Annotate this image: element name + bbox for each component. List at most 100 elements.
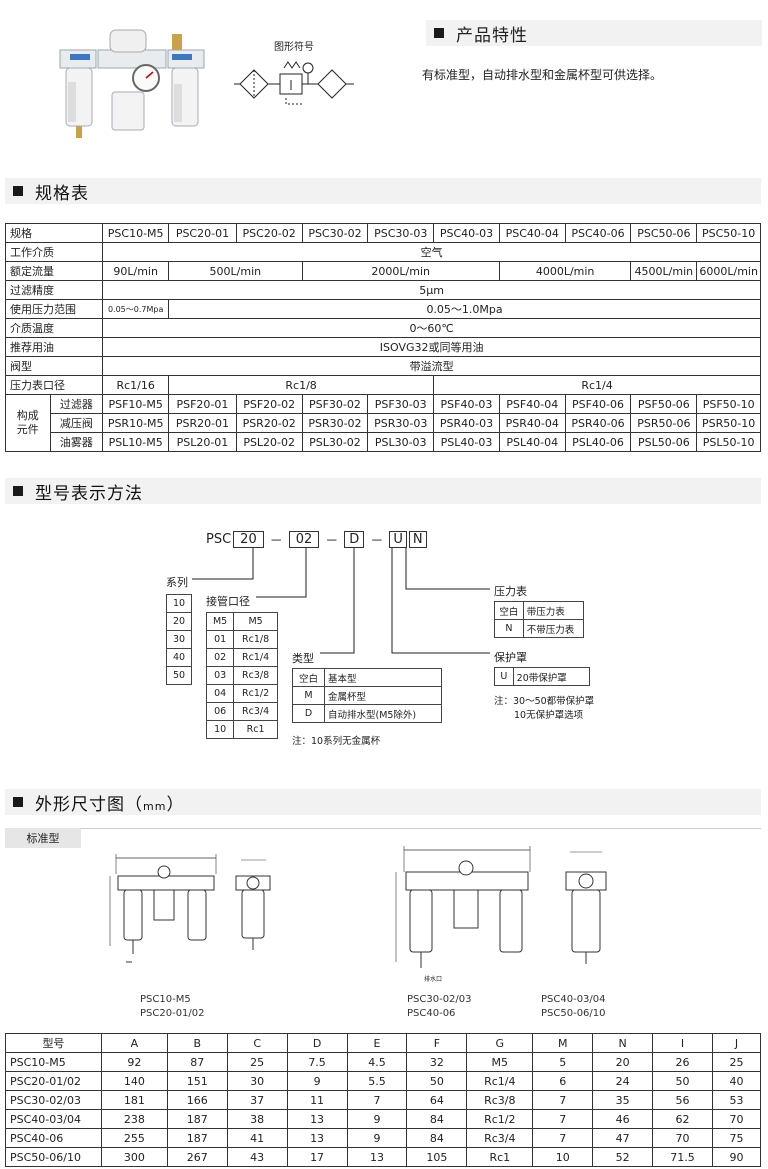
component-label-line2: 元件: [16, 423, 39, 436]
dim-value-cell: 10: [532, 1147, 594, 1167]
component-cell: PSL40-06: [564, 432, 632, 452]
dim-value-cell: 70: [652, 1128, 713, 1148]
dim-header: M: [532, 1033, 594, 1053]
dim-header: N: [592, 1033, 654, 1053]
dim-value-cell: 140: [100, 1071, 168, 1091]
model-cell: PSC40-04: [498, 223, 566, 243]
component-cell: PSL20-01: [168, 432, 237, 452]
dim-value-cell: 267: [166, 1147, 228, 1167]
dim-value-cell: 7: [532, 1128, 594, 1148]
filter-label: 过滤精度: [4, 280, 104, 300]
gauge-cell: Rc1/16: [102, 375, 170, 395]
dim-value-cell: 62: [652, 1109, 713, 1129]
dim-value-cell: 53: [712, 1090, 761, 1110]
component-cell: PSF50-10: [696, 394, 761, 414]
dim-value-cell: 7: [532, 1090, 594, 1110]
dims-title: 外形尺寸图（mm）: [35, 790, 184, 815]
features-title: 产品特性: [456, 25, 528, 46]
dim-model-cell: PSC30-02/03: [5, 1090, 102, 1110]
square-icon: [13, 186, 23, 196]
model-cell: PSC50-10: [696, 223, 761, 243]
dims-title-end: ）: [166, 794, 185, 815]
spec-title: 规格表: [35, 183, 89, 204]
type-code: 空白: [292, 668, 325, 687]
pressure-small-value: 0.05～0.7Mpa: [102, 299, 170, 319]
component-cell: PSR40-03: [433, 413, 500, 433]
code-gauge-box: N: [408, 531, 427, 548]
dim-value-cell: 255: [100, 1128, 168, 1148]
component-cell: PSL30-02: [301, 432, 369, 452]
dim-model-cell: PSC20-01/02: [5, 1071, 102, 1091]
port-code: 06: [205, 702, 235, 721]
series-cell: 40: [166, 648, 192, 667]
spec-row-valve: 阀型 带溢流型: [4, 356, 761, 376]
dim-value-cell: 52: [592, 1147, 654, 1167]
spec-row-component: 油雾器 PSL10-M5 PSL20-01 PSL20-02 PSL30-02 …: [6, 432, 761, 452]
symbol-label: 图形符号: [274, 42, 314, 53]
temp-label: 介质温度: [4, 318, 104, 338]
gauge-desc: 不带压力表: [522, 619, 585, 638]
caption-3b: PSC50-06/10: [541, 1008, 606, 1019]
component-cell: PSR40-04: [498, 413, 566, 433]
dim-value-cell: Rc1: [466, 1147, 534, 1167]
component-cell: PSF30-03: [367, 394, 435, 414]
gauge-option-label: 压力表: [494, 585, 527, 598]
dim-value-cell: 75: [712, 1128, 761, 1148]
guard-label: 保护罩: [494, 651, 527, 664]
dim-value-cell: 17: [286, 1147, 348, 1167]
guard-note-1: 注：30～50都带保护罩: [494, 696, 595, 707]
component-label-line1: 构成: [16, 409, 39, 422]
dim-value-cell: M5: [466, 1052, 534, 1072]
component-cell: PSL20-02: [235, 432, 303, 452]
dim-value-cell: Rc3/4: [466, 1128, 534, 1148]
dim-header: J: [712, 1033, 761, 1053]
component-cell: PSR30-03: [367, 413, 435, 433]
dim-value-cell: 24: [592, 1071, 654, 1091]
type-label: 类型: [292, 652, 314, 665]
dims-tab-standard[interactable]: 标准型: [5, 828, 81, 848]
model-cell: PSC30-02: [301, 223, 369, 243]
dim-value-cell: 187: [166, 1128, 228, 1148]
model-cell: PSC30-03: [367, 223, 435, 243]
series-cell: 10: [166, 594, 192, 613]
spec-row-temp: 介质温度 0～60℃: [4, 318, 761, 338]
dim-value-cell: 9: [286, 1071, 348, 1091]
port-code: M5: [205, 612, 235, 631]
spec-row-pressure: 使用压力范围 0.05～0.7Mpa 0.05～1.0Mpa: [4, 299, 761, 319]
square-icon: [13, 486, 23, 496]
port-size: M5: [233, 612, 278, 631]
pneumatic-symbol: [234, 54, 354, 110]
dim-value-cell: 38: [226, 1109, 288, 1129]
port-label: 接管口径: [206, 595, 250, 608]
dim-header: D: [286, 1033, 348, 1053]
dim-value-cell: 84: [406, 1128, 468, 1148]
spec-row-flow: 额定流量 90L/min 500L/min 2000L/min 4000L/mi…: [4, 261, 761, 281]
dim-value-cell: 9: [346, 1128, 408, 1148]
code-series-box: 20: [233, 531, 264, 548]
dim-value-cell: 238: [100, 1109, 168, 1129]
type-desc: 基本型: [323, 668, 443, 687]
component-cell: PSL40-04: [498, 432, 566, 452]
component-cell: PSF40-03: [433, 394, 500, 414]
dim-value-cell: Rc1/2: [466, 1109, 534, 1129]
component-cell: PSR20-01: [168, 413, 237, 433]
component-cell: PSL50-06: [630, 432, 698, 452]
dim-value-cell: 47: [592, 1128, 654, 1148]
series-cell: 20: [166, 612, 192, 631]
code-port-box: 02: [288, 531, 320, 548]
dim-header: E: [346, 1033, 408, 1053]
gauge-desc: 带压力表: [522, 601, 585, 620]
model-title: 型号表示方法: [35, 483, 143, 504]
component-cell: PSR30-02: [301, 413, 369, 433]
component-cell: PSF50-06: [630, 394, 698, 414]
port-size: Rc1/4: [233, 648, 278, 667]
dim-value-cell: 64: [406, 1090, 468, 1110]
dim-header: G: [466, 1033, 534, 1053]
component-name: 油雾器: [49, 432, 104, 452]
